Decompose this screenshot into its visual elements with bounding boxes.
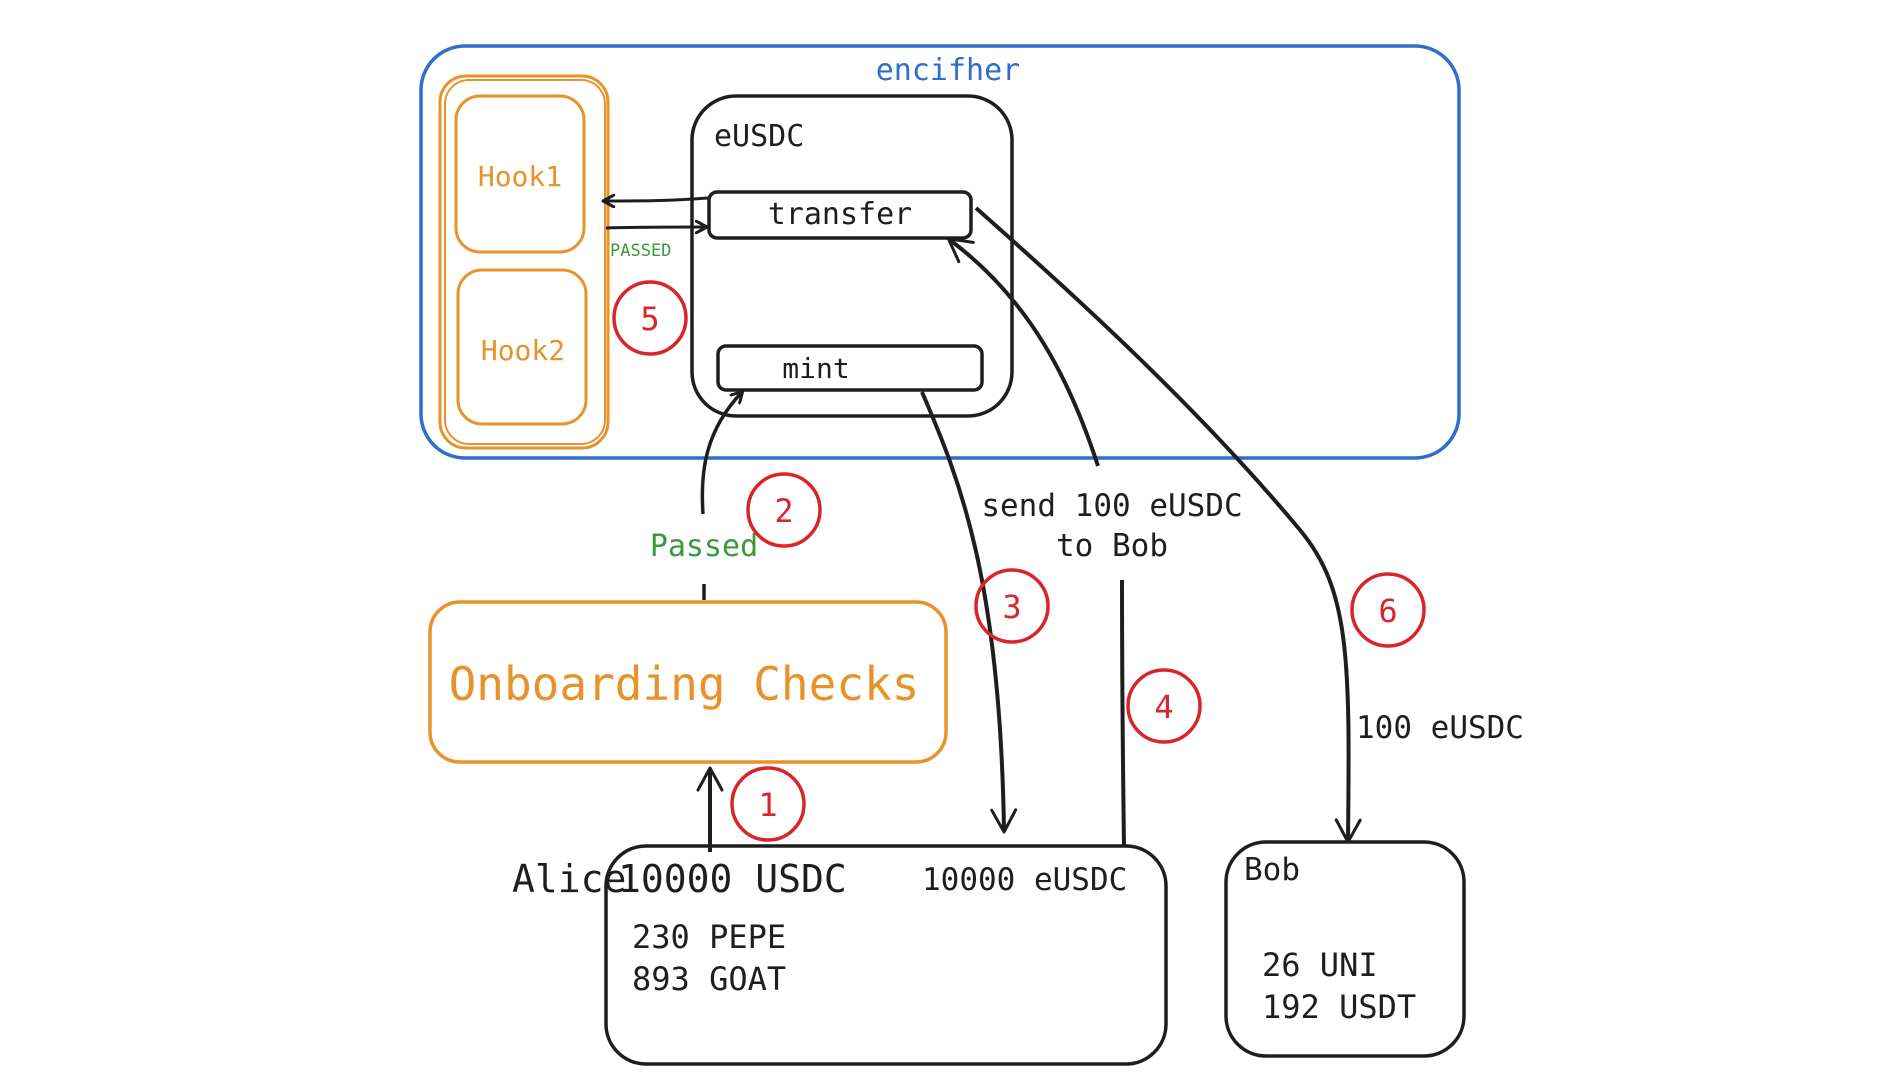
step-6-marker: 6 [1350,572,1426,648]
step-2-label: 2 [774,492,793,530]
mint-label: mint [782,352,849,385]
step-1-circle [730,766,806,842]
step-1-label: 1 [758,786,777,824]
amount-label: 100 eUSDC [1356,710,1524,746]
mint-function [716,344,984,392]
arrow-mint-to-alice [920,391,1018,834]
bob-account: Bob 26 UNI 192 USDT [1224,840,1466,1058]
encifher-label: encifher [876,53,1021,88]
alice-name: Alice [512,857,626,901]
hooks-outer-box [438,74,610,450]
onboarding-passed-label: Passed [650,529,758,564]
step-3-circle [974,568,1050,644]
hooks-outer-box-stroke2 [444,79,606,445]
send-label-line1: send 100 eUSDC [981,488,1242,524]
encifher-box [419,44,1461,460]
step-2-circle [746,472,822,548]
hook1-box [454,94,586,254]
step-4-marker: 4 [1126,668,1202,744]
hook1-label: Hook1 [478,160,562,193]
arrow-onboarding-to-mint [700,392,742,600]
bob-name: Bob [1244,852,1300,888]
bob-box [1224,840,1466,1058]
hook2-label: Hook2 [481,334,565,367]
bob-holding-1: 26 UNI [1262,946,1378,984]
arrow-transfer-to-bob [974,206,1362,844]
alice-box [604,844,1168,1066]
alice-eusdc: 10000 eUSDC [922,862,1127,898]
hook2-box [456,268,588,426]
step-6-circle [1350,572,1426,648]
step-5-label: 5 [640,300,659,338]
alice-holding-2: 893 GOAT [632,960,786,998]
step-5-circle [612,280,688,356]
eusdc-contract: eUSDC transfer mint [690,94,1014,418]
step-2-marker: 2 [746,472,822,548]
alice-holding-1: 230 PEPE [632,918,786,956]
step-4-circle [1126,668,1202,744]
step-5-marker: 5 [612,280,688,356]
eusdc-box [690,94,1014,418]
arrow-alice-to-transfer [950,240,1126,847]
step-6-label: 6 [1378,592,1397,630]
step-3-marker: 3 [974,568,1050,644]
bob-holding-2: 192 USDT [1262,988,1416,1026]
onboarding-label: Onboarding Checks [449,657,920,711]
hook-passed-label: PASSED [610,241,671,261]
arrow-transfer-to-hook1 [604,198,709,201]
transfer-label: transfer [768,197,913,232]
onboarding-box [428,600,948,764]
alice-usdc: 10000 USDC [618,857,847,901]
step-markers: 1 2 3 4 5 6 [612,280,1426,842]
step-3-label: 3 [1002,588,1021,626]
step-1-marker: 1 [730,766,806,842]
alice-account: Alice 10000 USDC 10000 eUSDC 230 PEPE 89… [512,844,1168,1066]
send-label-line2: to Bob [1056,528,1168,564]
eusdc-title: eUSDC [714,119,804,154]
hook-arrows: PASSED [604,198,708,261]
step-4-label: 4 [1154,688,1173,726]
onboarding-checks: Onboarding Checks Passed [428,392,948,764]
arrow-hook1-to-transfer [605,227,706,228]
hooks-group: Hook1 Hook2 [438,74,610,450]
encifher-container: encifher [419,44,1461,460]
